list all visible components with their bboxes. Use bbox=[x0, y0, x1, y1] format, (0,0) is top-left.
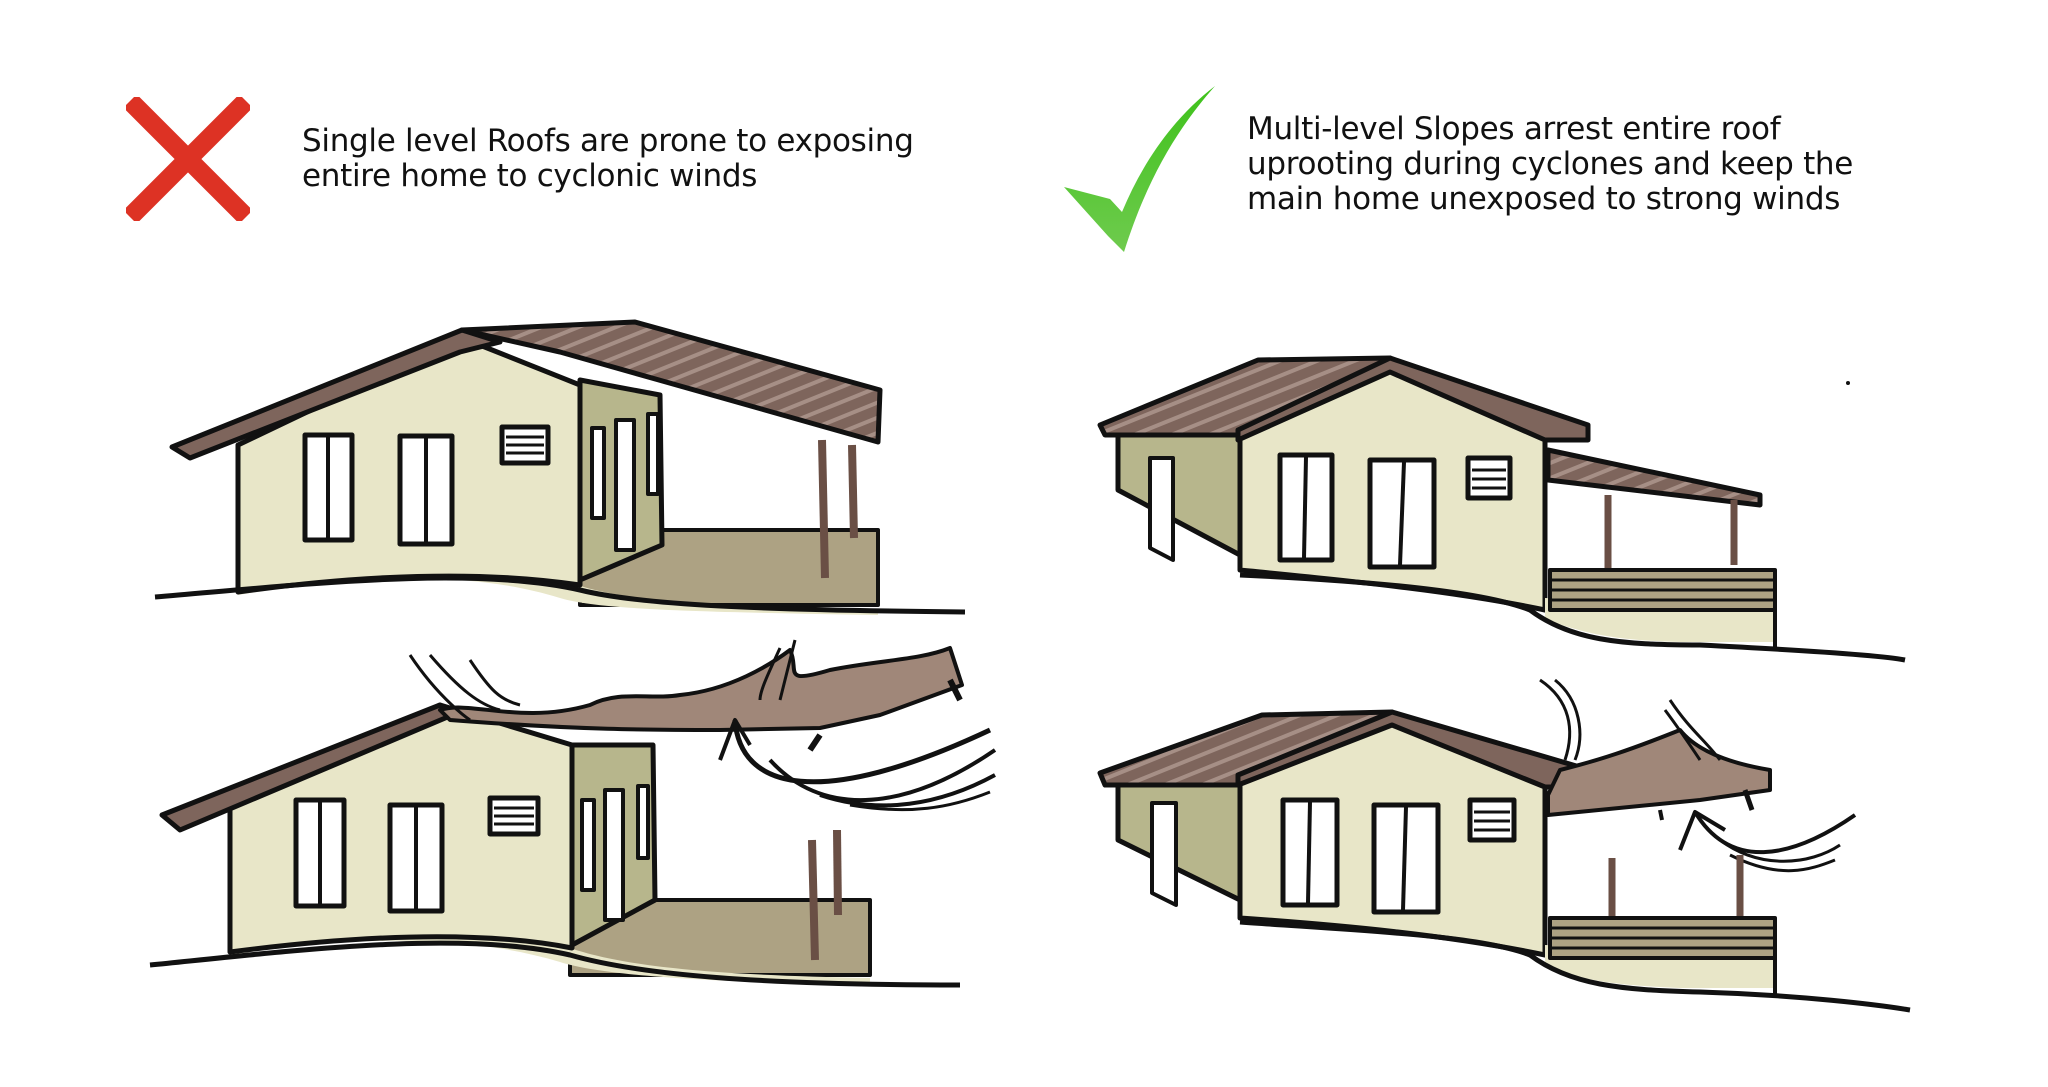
caption-line: uprooting during cyclones and keep the bbox=[1247, 146, 1854, 182]
caption-line: Single level Roofs are prone to exposing bbox=[302, 123, 914, 159]
cross-mark-icon bbox=[126, 97, 250, 221]
caption-line: main home unexposed to strong winds bbox=[1247, 181, 1841, 217]
single-level-caption: Single level Roofs are prone to exposing… bbox=[302, 124, 914, 194]
single-roof-uprooted-house bbox=[149, 639, 997, 988]
multi-roof-intact-house bbox=[1097, 355, 1906, 663]
multi-roof-porch-uprooted-house bbox=[1097, 678, 1911, 1013]
caption-line: entire home to cyclonic winds bbox=[302, 158, 758, 194]
caption-line: Multi-level Slopes arrest entire roof bbox=[1247, 111, 1781, 147]
check-mark-icon bbox=[1064, 86, 1215, 252]
multi-level-caption: Multi-level Slopes arrest entire roof up… bbox=[1247, 112, 1853, 217]
single-roof-intact-house bbox=[154, 319, 966, 615]
